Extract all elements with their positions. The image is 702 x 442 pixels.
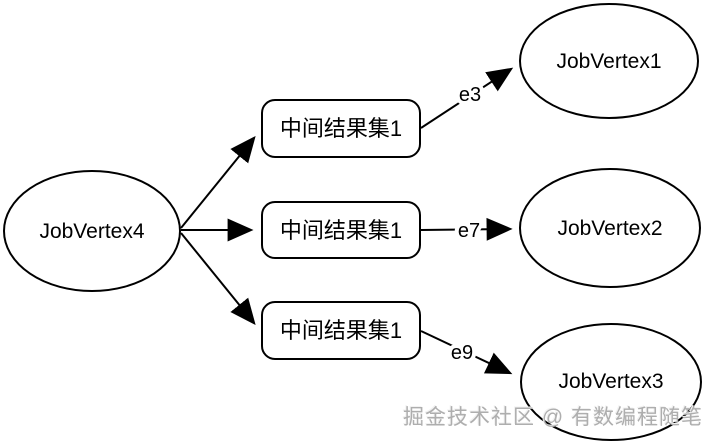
edge-box1-to-target1 [420,67,514,129]
node-jobvertex4-shape [3,170,181,292]
watermark-highlight: 掘金技术社区 @ 有数编程随笔 [402,405,702,428]
node-intermediate2-shape [261,201,421,259]
node-jobvertex4-label: JobVertex4 [39,220,144,243]
node-intermediate2-label: 中间结果集1 [280,218,402,243]
node-jobvertex3-label: JobVertex3 [558,370,663,393]
node-jobvertex2-shape [519,168,701,288]
node-jobvertex1-shape [519,3,699,119]
watermark-text: 掘金技术社区 @ 有数编程随笔 [403,406,702,429]
edge-source-to-box1 [180,135,256,229]
node-intermediate3-shape [261,301,421,360]
edge-source-to-box3 [180,232,256,326]
node-jobvertex3-shape [520,323,702,441]
edge-label-e9: e9 [451,342,473,364]
node-jobvertex1-label: JobVertex1 [556,50,661,73]
node-jobvertex2-label: JobVertex2 [557,217,662,240]
node-intermediate1-label: 中间结果集1 [280,116,402,141]
edge-box2-to-target2 [420,217,513,241]
node-intermediate3-label: 中间结果集1 [280,318,402,343]
edge-label-e7: e7 [458,220,480,242]
edge-box3-to-target3 [420,330,513,375]
edge-label-e3: e3 [459,84,481,106]
node-intermediate1-shape [261,99,421,158]
